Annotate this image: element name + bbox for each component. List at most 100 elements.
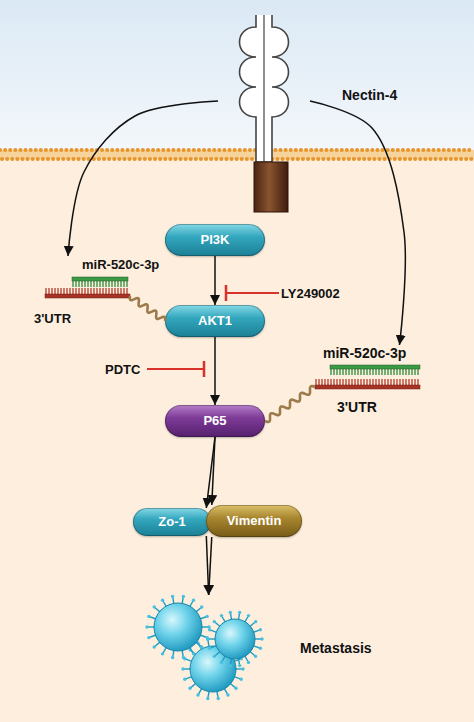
mrna-base <box>66 288 67 294</box>
mirna-base <box>93 281 94 287</box>
receptor: Nectin-4 <box>218 15 310 215</box>
mirna-base <box>390 369 391 375</box>
mirna-base <box>87 281 88 287</box>
mrna-base <box>72 288 73 294</box>
mrna-base <box>57 288 58 294</box>
cell-spike-tip <box>200 605 203 608</box>
mrna-strand <box>315 385 420 389</box>
cell-spike-tip <box>229 664 232 667</box>
mirna-base <box>405 369 406 375</box>
cell-spike-tip <box>205 615 208 618</box>
protein-pill: Zo-1 <box>133 508 211 536</box>
mrna-base <box>51 288 52 294</box>
mrna-base <box>351 379 352 385</box>
node-label: P65 <box>203 414 226 429</box>
mirna-base <box>384 369 385 375</box>
node-label: Zo-1 <box>158 515 185 530</box>
mirna-base <box>378 369 379 375</box>
cell-spike-tip <box>208 647 211 650</box>
inhibitor-bar <box>225 285 228 301</box>
cell-spike-tip <box>200 645 203 648</box>
mrna-base <box>414 379 415 385</box>
mirna-base <box>333 369 334 375</box>
mirna-base <box>96 281 97 287</box>
mrna-base <box>378 379 379 385</box>
inhibitor-line <box>147 368 204 370</box>
mrna-base <box>321 379 322 385</box>
protein-pill: PI3K <box>165 224 265 256</box>
cell-spike-tip <box>145 625 148 628</box>
node-label: miR-520c-3p <box>82 258 159 273</box>
activation-arrow <box>206 437 215 508</box>
node-label: PI3K <box>201 233 230 248</box>
cell-spike-tip <box>213 620 216 623</box>
mrna-base <box>390 379 391 385</box>
mirna-base <box>78 281 79 287</box>
cell-spike-tip <box>241 667 244 670</box>
mrna-base <box>342 379 343 385</box>
mirna-base <box>399 369 400 375</box>
rna-duplex <box>315 365 420 389</box>
mirna-base <box>408 369 409 375</box>
mirna-base <box>357 369 358 375</box>
inhibitor-label: PDTC <box>105 362 140 377</box>
cell-spike-tip <box>192 652 195 655</box>
mirna-base <box>369 369 370 375</box>
mrna-base <box>84 288 85 294</box>
mrna-base <box>81 288 82 294</box>
mirna-base <box>111 281 112 287</box>
mrna-base <box>120 288 121 294</box>
activation-arrow <box>209 537 212 595</box>
mrna-base <box>54 288 55 294</box>
mrna-base <box>63 288 64 294</box>
cell-spike-tip <box>153 645 156 648</box>
mirna-base <box>126 281 127 287</box>
mirna-strand <box>72 277 128 281</box>
mirna-base <box>351 369 352 375</box>
cell-spike-tip <box>254 620 257 623</box>
cell-spike-tip <box>247 661 250 664</box>
mirna-base <box>402 369 403 375</box>
mrna-base <box>330 379 331 385</box>
mrna-base <box>336 379 337 385</box>
mrna-base <box>357 379 358 385</box>
mrna-base <box>126 288 127 294</box>
activation-arrow <box>214 256 216 305</box>
mirna-base <box>339 369 340 375</box>
mirna-base <box>120 281 121 287</box>
membrane-outer-leaflet <box>0 148 474 152</box>
mrna-base <box>345 379 346 385</box>
mrna-base <box>354 379 355 385</box>
mirna-base <box>411 369 412 375</box>
mrna-base <box>393 379 394 385</box>
activation-arrow <box>214 337 216 405</box>
mrna-base <box>360 379 361 385</box>
inhibitor-bar <box>203 361 206 377</box>
mrna-base <box>333 379 334 385</box>
cell-spike-tip <box>181 667 184 670</box>
mrna-base <box>69 288 70 294</box>
mirna-base <box>108 281 109 287</box>
mirna-base <box>117 281 118 287</box>
node-label: Nectin-4 <box>342 87 397 103</box>
mrna-base <box>411 379 412 385</box>
mrna-base <box>117 288 118 294</box>
inhibitor-ly <box>226 285 279 301</box>
inhibitor-label: LY249002 <box>281 286 340 301</box>
cell-spike-tip <box>196 693 199 696</box>
cell-membrane <box>0 150 474 159</box>
mirna-base <box>387 369 388 375</box>
mrna-base <box>99 288 100 294</box>
node-shape <box>150 595 265 695</box>
cell-spike-tip <box>171 595 174 598</box>
mirna-base <box>342 369 343 375</box>
tumor-cell <box>206 611 263 668</box>
node-label: Vimentin <box>227 514 282 529</box>
mrna-strand <box>45 294 130 298</box>
mrna-base <box>417 379 418 385</box>
node-label: miR-520c-3p <box>323 345 406 361</box>
node-shape <box>218 15 310 215</box>
cell-spike-tip <box>147 636 150 639</box>
mrna-base <box>384 379 385 385</box>
